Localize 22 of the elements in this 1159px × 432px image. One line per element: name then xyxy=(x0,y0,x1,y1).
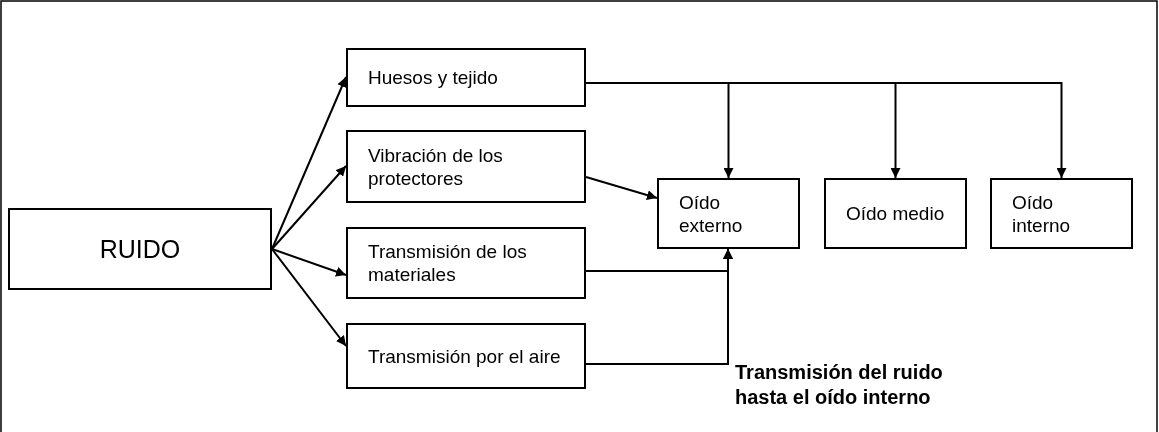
box-label: Oído medio xyxy=(846,202,945,225)
process-box xyxy=(346,323,586,389)
process-box xyxy=(346,130,586,203)
box-label: RUIDO xyxy=(99,237,181,261)
arrow xyxy=(271,165,347,250)
process-box xyxy=(8,208,272,290)
process-box xyxy=(346,227,586,299)
caption: Transmisión del ruido hasta el oído interno xyxy=(735,360,944,410)
process-box xyxy=(990,178,1133,249)
process-box xyxy=(824,178,967,249)
box-label: Oído interno xyxy=(1012,190,1072,237)
box-label: Transmisión de los materiales xyxy=(368,240,528,286)
arrow xyxy=(585,248,733,365)
box-label: Huesos y tejido xyxy=(368,66,498,89)
process-box xyxy=(657,178,800,249)
arrow xyxy=(585,176,658,200)
box-label: Oído externo xyxy=(679,190,744,237)
arrow xyxy=(271,248,347,347)
process-box xyxy=(346,48,586,107)
box-label: Transmisión por el aire xyxy=(368,344,561,368)
arrow xyxy=(271,248,347,277)
box-label: Vibración de los protectores xyxy=(368,143,504,190)
